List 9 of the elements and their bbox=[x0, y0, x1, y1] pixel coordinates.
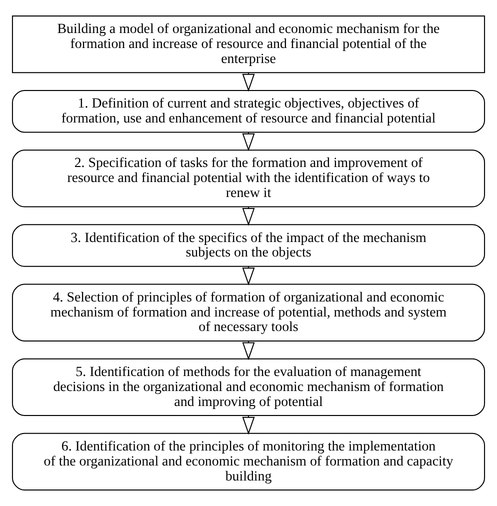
node-box: 1. Definition of current and strategic objectives, objectives of formation, use and enhancement of resource and financial potential bbox=[12, 90, 486, 133]
node-box: Building a model of organizational and economic mechanism for the formation and increase of resource and financial potential of the enterprise bbox=[12, 15, 486, 74]
arrow bbox=[242, 415, 255, 435]
node-box: 5. Identification of methods for the evaluation of management decisions in the organizational and economic mechanism of formation and improving of potential bbox=[12, 358, 486, 416]
node-box: 3. Identification of the specifics of the impact of the mechanism subjects on the objects bbox=[12, 224, 486, 267]
arrow bbox=[242, 340, 255, 360]
node-box: 6. Identification of the principles of monitoring the implementation of the organizational and economic mechanism of formation and capacity building bbox=[12, 432, 486, 491]
node-box: 2. Specification of tasks for the formation and improvement of resource and financial potential with the identification of ways to renew it bbox=[12, 150, 486, 208]
node-box: 4. Selection of principles of formation of organizational and economic mechanism of formation and increase of potential, methods and system of necessary tools bbox=[12, 284, 486, 342]
